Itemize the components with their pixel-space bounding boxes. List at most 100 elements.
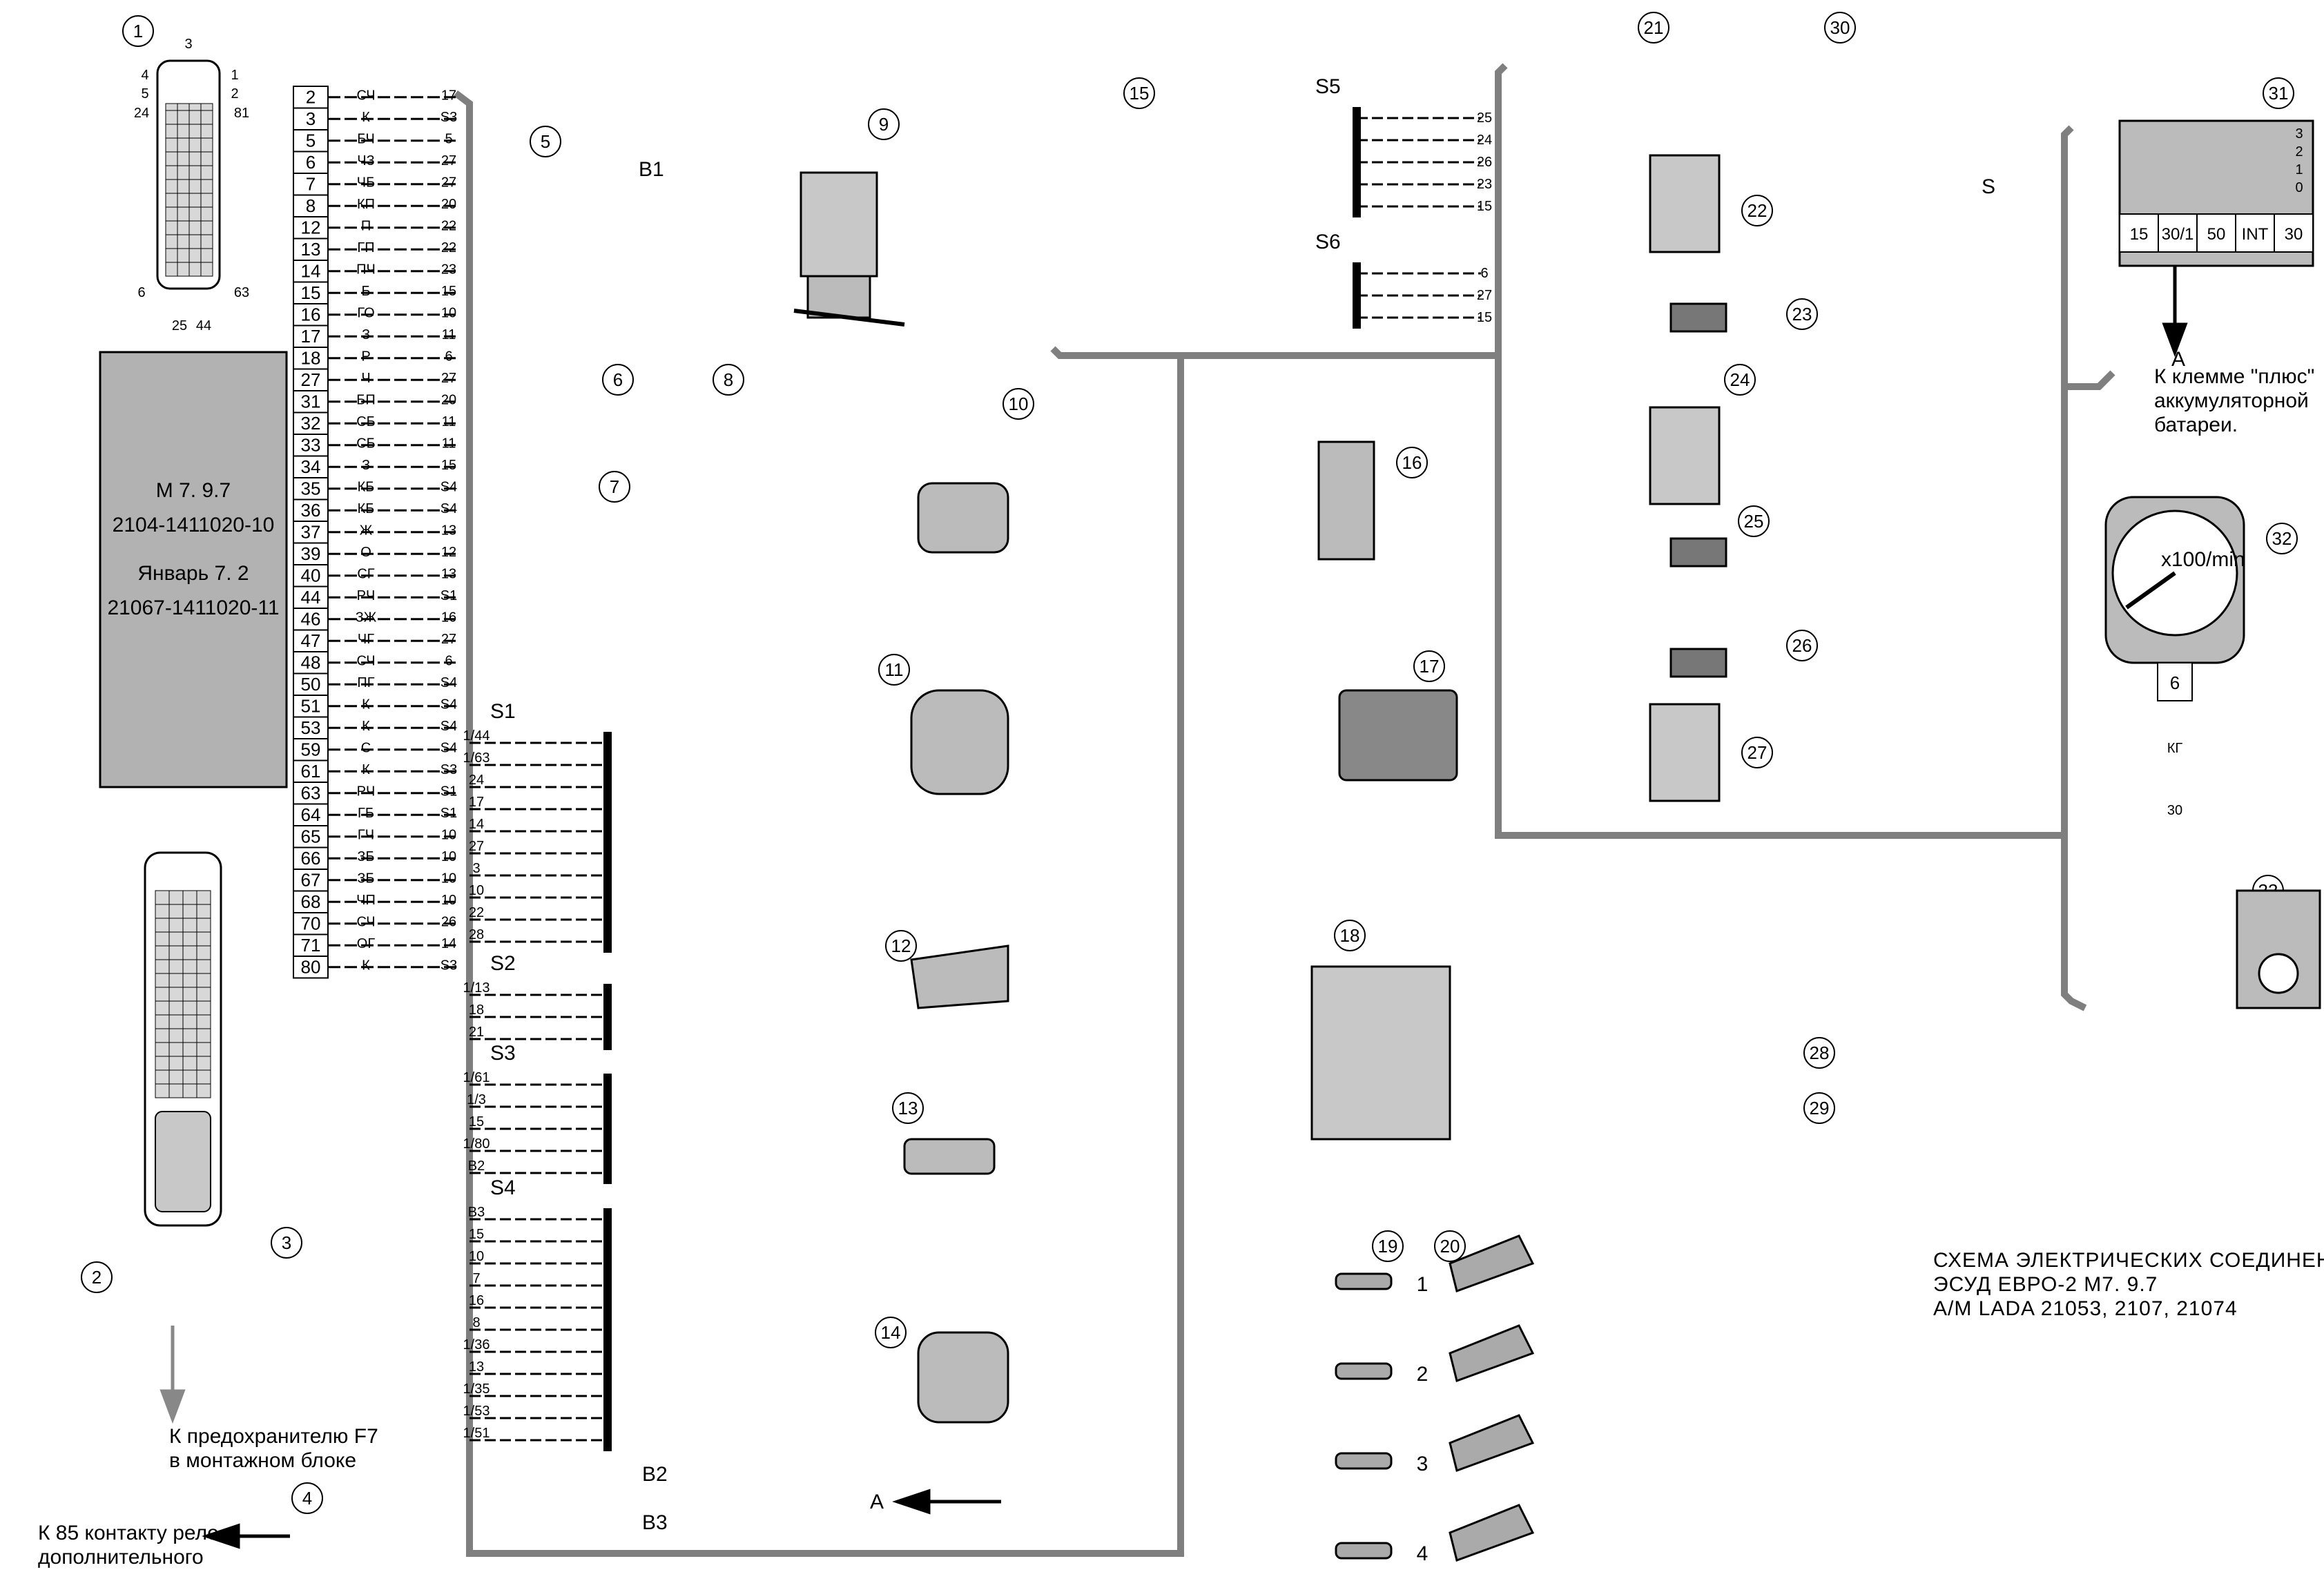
splice-wire-label: 3 [472,861,480,876]
callout-circle [892,1092,924,1124]
ecu-wire-color: ЧГ [358,632,374,647]
splice-wire-label: 22 [469,905,484,920]
callout-number: 9 [879,114,889,135]
ecu-pin-number: 67 [301,870,321,891]
splice-wire-label: 21 [469,1025,484,1040]
ecu-pin-number: 63 [301,783,321,804]
ecu-pin-number: 40 [301,565,321,586]
note-relay-1: К 85 контакту реле [38,1522,219,1544]
cylinder-number: 4 [1417,1542,1429,1565]
ecu-pin-number: 48 [301,652,321,673]
callout-number: 10 [1009,394,1029,414]
ignition-terminal-label: 50 [2207,225,2226,244]
ecu-wire-color: Р [361,349,370,365]
ecu-pin-number: 33 [301,435,321,456]
ecu-pin-number: 3 [306,108,316,129]
callout-circle [713,364,744,396]
callout-number: 26 [1792,635,1812,656]
ecu-wire-color: СБ [356,436,376,452]
ecu-wire-color: КБ [358,480,375,495]
callout-circle [1803,1092,1835,1124]
component-shapes [793,119,2321,1424]
ecu-wire-color: РЧ [357,588,376,603]
ecu-wire-end: 12 [441,545,456,560]
ecu-wire-end: 27 [441,175,456,191]
splice-wire-label: 10 [469,1249,484,1264]
ecu-pin-cell [293,716,329,739]
callout-circle [2263,77,2294,109]
ecu-wire-end: S4 [440,741,457,756]
ecu-pin-number: 15 [301,282,321,303]
ecu-pin-cell [293,434,329,457]
ecu-wire-end: S4 [440,697,457,712]
callout-number: 4 [302,1488,312,1509]
ecu-wire-end: S4 [440,501,457,516]
ecu-conn-label-2: 2 [231,86,238,101]
callout-circle [868,108,900,140]
ecu-pin-number: 80 [301,957,321,978]
callout-number: 20 [1440,1236,1460,1257]
ignition-position: 2 [2295,144,2303,159]
ecu-pin-number: 71 [301,935,321,956]
ecu-wire-end: S4 [440,675,457,690]
splice-label: S3 [490,1042,516,1065]
ignition-position: 1 [2295,162,2303,177]
ecu-wire-color: П [361,219,371,234]
ecu-pin-number: 70 [301,913,321,934]
callout-circle [1372,1230,1404,1262]
callout-circle [1738,505,1770,537]
ignition-terminal-label: 30 [2285,225,2303,244]
callout-number: 13 [898,1098,918,1118]
ecu-wire-end: 17 [441,88,456,104]
ecu-wire-end: 6 [445,349,452,365]
ecu-pin-number: 64 [301,804,321,825]
ecu-wire-end: 11 [442,436,456,452]
ecu-pin-number: 59 [301,739,321,760]
caption: СХЕМА ЭЛЕКТРИЧЕСКИХ СОЕДИНЕНИЙ ЭСУД ЕВРО… [1933,1248,2324,1320]
callout-circle [2266,523,2298,554]
splice-wire-label: 27 [469,839,484,854]
callout-circle [1741,737,1773,768]
ecu-wire-end: 16 [441,610,456,626]
splice-wire-label: 15 [1477,199,1492,214]
ecu-pin-number: 27 [301,369,321,390]
ecu-pin-number: 46 [301,609,321,630]
callout-circle [81,1261,113,1293]
callout-number: 8 [724,369,733,390]
ecu-wire-color: ЧБ [357,175,375,191]
ecu-pin-cell [293,324,329,348]
component-label-1: 1 [133,21,143,41]
caption-line-1: СХЕМА ЭЛЕКТРИЧЕСКИХ СОЕДИНЕНИЙ [1933,1248,2324,1272]
callout-circle [530,126,561,157]
ecu-wire-end: S1 [440,588,457,603]
callout-circle [1434,1230,1466,1262]
ecu-wire-end: 20 [441,393,456,408]
ignition-terminal [2119,213,2159,253]
splice-wire-label: 1/53 [463,1404,490,1419]
note-relay-2: дополнительного [38,1546,204,1569]
splice-wire-label: В3 [468,1205,485,1220]
notes: К предохранителю F7 в монтажном блоке К … [38,348,2314,1569]
splice-wire-label: 13 [469,1359,484,1375]
ecu-conn-label-1: 1 [231,68,238,83]
tacho-pin-cell [2157,662,2193,701]
note-fuse-1: К предохранителю F7 [169,1425,378,1448]
cylinder-number: 3 [1417,1453,1429,1475]
ecu-wire-end: 5 [445,132,452,147]
ecu-wire-color: ЗБ [357,871,374,886]
note-arrow-a-bottom: А [870,1491,884,1513]
ecu-wire-color: ЧЗ [357,153,374,168]
callout-number: 16 [1402,452,1422,473]
ecu-pin-cell [293,260,329,283]
ecu-wire-end: S1 [440,806,457,821]
ecu-pin-cell [293,303,329,327]
ecu-wire-color: К [362,719,370,734]
ecu-pin-cell [293,129,329,153]
ecu-pin-number: 35 [301,478,321,499]
ignition-terminal [2274,213,2314,253]
ecu-wire-end: S3 [440,110,457,125]
ecu-pin-number: 5 [306,130,316,151]
note-battery-2: аккумуляторной [2154,389,2309,412]
ecu-wire-end: 10 [441,871,456,886]
